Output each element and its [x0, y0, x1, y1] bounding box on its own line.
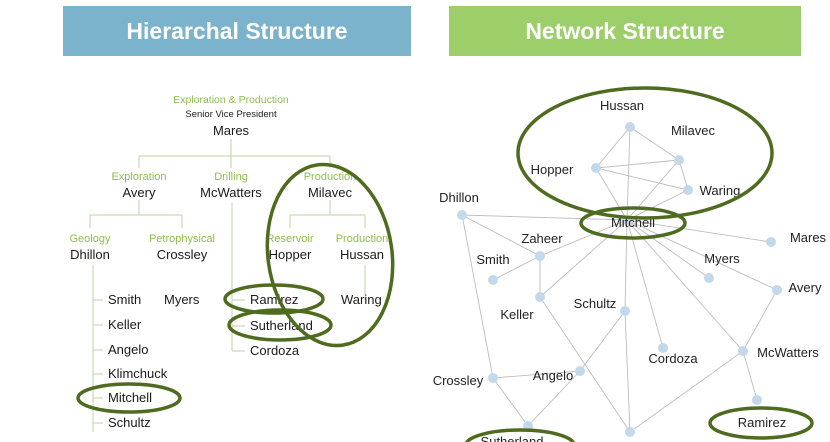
drilling-member: Sutherland	[250, 318, 313, 333]
network-label-hussan: Hussan	[600, 98, 644, 113]
geology-member: Keller	[108, 317, 142, 332]
root-name: Mares	[213, 123, 250, 138]
sutherland-network-highlight	[465, 428, 575, 442]
mitchell-highlight	[76, 382, 182, 414]
production2-name: Hussan	[340, 247, 384, 262]
network-label-myers: Myers	[704, 251, 740, 266]
production2-unit: Production	[336, 233, 389, 245]
network-label-keller: Keller	[500, 307, 534, 322]
network-label-dhillon: Dhillon	[439, 190, 479, 205]
network-node-cordoza	[658, 343, 668, 353]
drilling-unit: Drilling	[214, 171, 248, 183]
drilling-name: McWatters	[200, 185, 262, 200]
network-node-smith	[488, 275, 498, 285]
network-label-waring: Waring	[700, 183, 741, 198]
network-node-milavec	[674, 155, 684, 165]
petrophysical-unit: Petrophysical	[149, 233, 215, 245]
network-node-unnamed	[625, 427, 635, 437]
network-node-angelo	[575, 366, 585, 376]
network-node-mcwatters	[738, 346, 748, 356]
network-node-crossley	[488, 373, 498, 383]
network-node-hussan	[625, 122, 635, 132]
network-label-sutherland: Sutherland	[481, 434, 544, 442]
network-label-schultz: Schultz	[574, 296, 617, 311]
ramirez-highlight	[223, 283, 325, 315]
network-label-mcwatters: McWatters	[757, 345, 819, 360]
network-node-schultz	[620, 306, 630, 316]
production2-member: Waring	[341, 292, 382, 307]
hierarchal-structure-title: Hierarchal Structure	[63, 6, 411, 56]
network-label-crossley: Crossley	[433, 373, 484, 388]
reservoir-name: Hopper	[269, 247, 312, 262]
geology-unit: Geology	[70, 233, 111, 245]
root-role: Senior Vice President	[185, 109, 277, 120]
network-graph: Hussan Milavec Hopper Waring Dhillon Mit…	[433, 86, 827, 442]
network-label-cordoza: Cordoza	[648, 351, 698, 366]
org-chart: Exploration & Production Senior Vice Pre…	[70, 94, 395, 432]
reservoir-unit: Reservoir	[266, 233, 313, 245]
network-node-waring	[683, 185, 693, 195]
drilling-member: Cordoza	[250, 343, 300, 358]
petrophysical-name: Crossley	[157, 247, 208, 262]
geology-member: Angelo	[108, 342, 148, 357]
network-label-angelo: Angelo	[533, 368, 573, 383]
network-node-myers	[704, 273, 714, 283]
network-node-dhillon	[457, 210, 467, 220]
geology-member: Mitchell	[108, 390, 152, 405]
network-label-hopper: Hopper	[531, 162, 574, 177]
network-label-milavec: Milavec	[671, 123, 716, 138]
production-name: Milavec	[308, 185, 353, 200]
network-structure-title: Network Structure	[449, 6, 801, 56]
drilling-member: Ramirez	[250, 292, 298, 307]
network-node-mares	[766, 237, 776, 247]
exploration-name: Avery	[123, 185, 156, 200]
network-node-zaheer	[535, 251, 545, 261]
ramirez-network-highlight	[708, 406, 814, 440]
production-unit: Production	[304, 171, 357, 183]
network-label-smith: Smith	[476, 252, 509, 267]
network-node-ramirez	[752, 395, 762, 405]
network-node-avery	[772, 285, 782, 295]
network-node-keller	[535, 292, 545, 302]
network-label-ramirez: Ramirez	[738, 415, 786, 430]
network-label-avery: Avery	[789, 280, 822, 295]
mitchell-network-highlight	[579, 206, 687, 240]
network-label-zaheer: Zaheer	[521, 231, 563, 246]
exploration-unit: Exploration	[111, 171, 166, 183]
network-node-hopper	[591, 163, 601, 173]
geology-name: Dhillon	[70, 247, 110, 262]
production-group-highlight	[265, 162, 395, 348]
geology-member: Schultz	[108, 415, 151, 430]
petrophysical-member: Myers	[164, 292, 200, 307]
core-cluster-highlight	[516, 86, 774, 220]
geology-member: Smith	[108, 292, 141, 307]
network-label-mares: Mares	[790, 230, 827, 245]
geology-member: Klimchuck	[108, 366, 168, 381]
root-unit: Exploration & Production	[173, 94, 289, 106]
sutherland-highlight	[227, 308, 333, 342]
